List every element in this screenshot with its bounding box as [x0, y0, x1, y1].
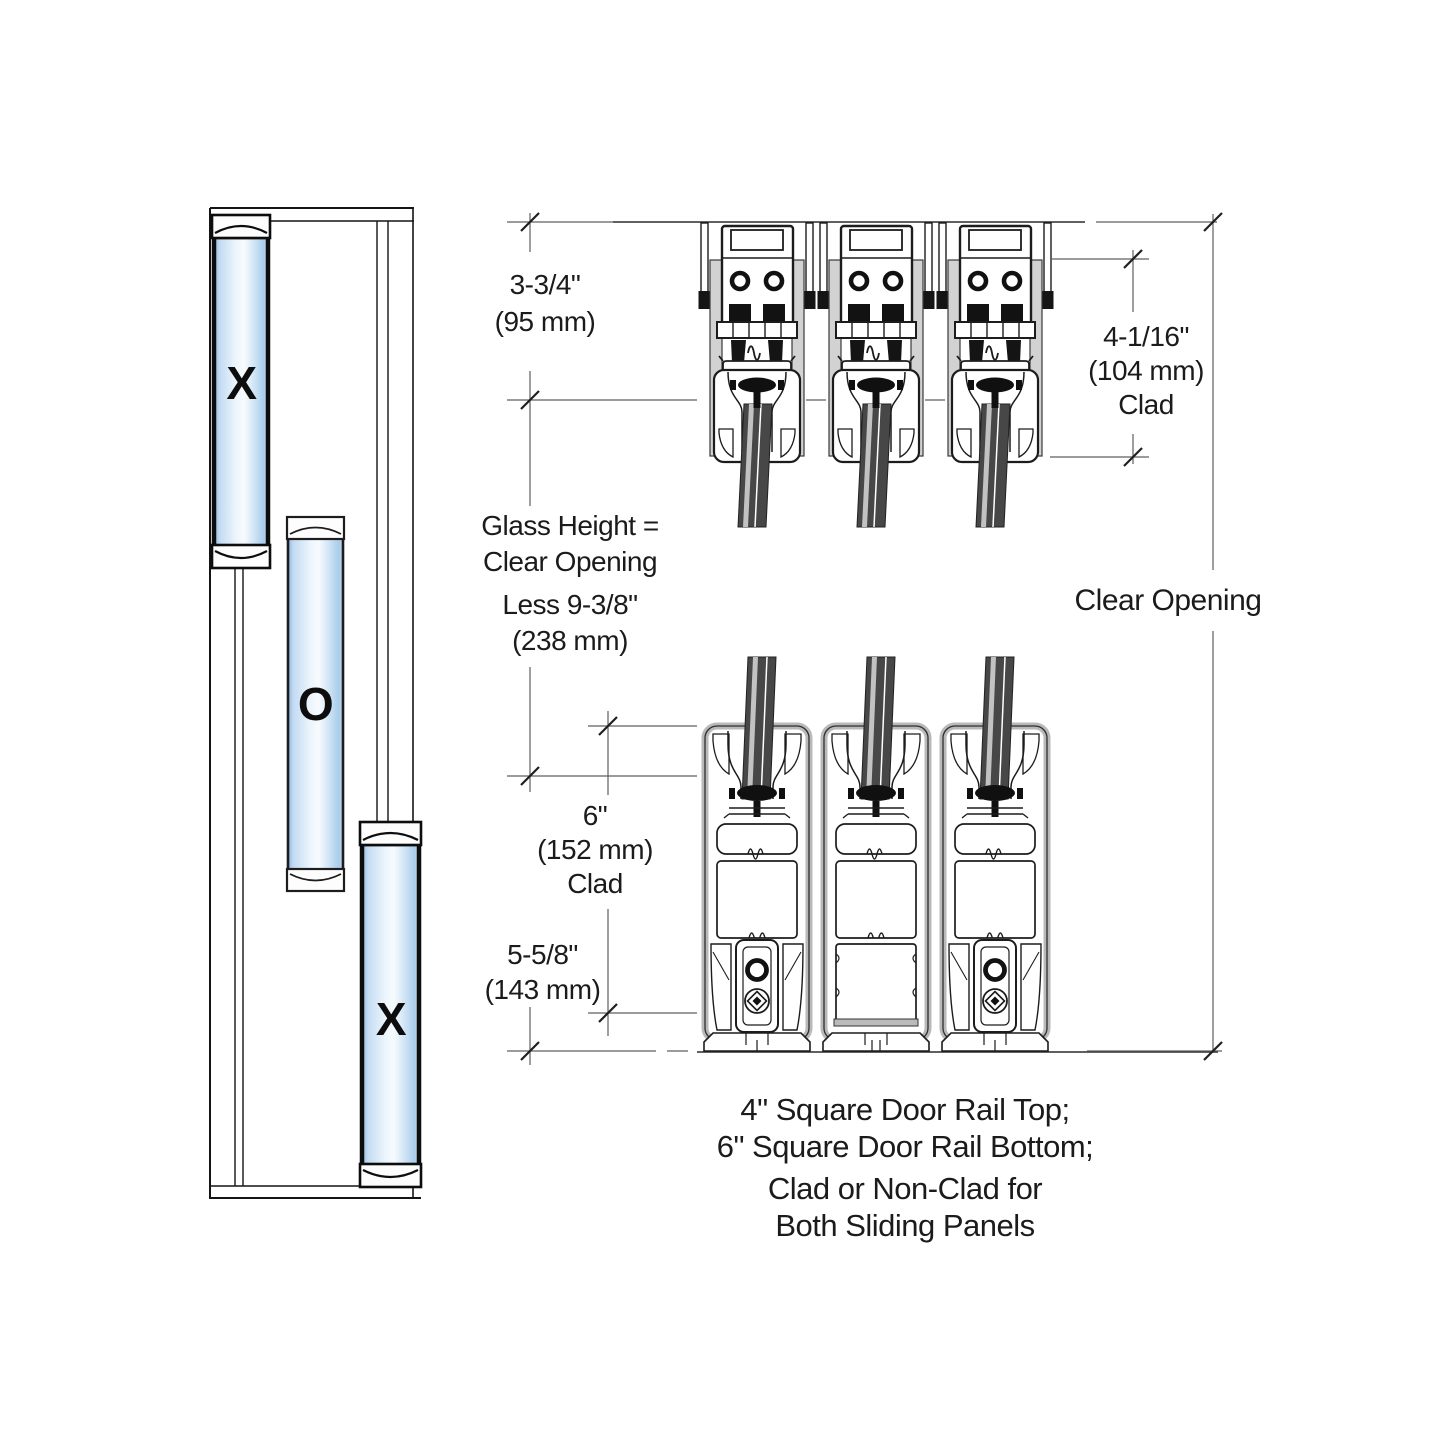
dimension-value: 4-1/16" — [1103, 321, 1189, 352]
panel-o-middle — [285, 515, 346, 893]
dimension-bottom-rail-pocket: 5-5/8" (143 mm) — [425, 937, 660, 1007]
panel-label-o-middle: O — [297, 678, 334, 730]
panel-label-x-top: X — [226, 357, 257, 409]
caption-line: Clad or Non-Clad for — [767, 1171, 1043, 1206]
dimension-metric: (95 mm) — [494, 306, 596, 337]
dimension-metric: (104 mm) — [1088, 355, 1204, 386]
top-rail-assembly-2 — [818, 223, 935, 527]
bottom-rail-assembly-1 — [704, 657, 810, 1051]
dimension-note: Clad — [567, 868, 623, 899]
panel-x-bottom — [358, 820, 423, 1189]
note-line: Glass Height = — [481, 510, 659, 541]
panel-label-x-bottom: X — [375, 993, 407, 1045]
top-rail-cross-section — [699, 223, 1054, 527]
caption-line: Both Sliding Panels — [775, 1208, 1035, 1243]
caption-line: 6" Square Door Rail Bottom; — [716, 1129, 1094, 1164]
dimension-top-rail-clad: 4-1/16" (104 mm) Clad — [1033, 320, 1259, 422]
top-rail-assembly-1 — [699, 223, 816, 527]
dimension-value: 3-3/4" — [509, 269, 581, 300]
note-line: (238 mm) — [512, 625, 628, 656]
bottom-rail-assembly-3 — [942, 657, 1048, 1051]
dimension-top-rail-height: 3-3/4" (95 mm) — [425, 266, 665, 340]
dimension-value: 5-5/8" — [507, 939, 578, 970]
dimension-metric: (143 mm) — [484, 974, 601, 1005]
dimension-ticks — [520, 212, 1223, 1061]
dimension-lines — [507, 213, 1222, 1065]
caption-text: 4" Square Door Rail Top; 6" Square Door … — [650, 1091, 1160, 1244]
bottom-rail-assembly-2 — [823, 657, 929, 1051]
bottom-rail-cross-section — [704, 657, 1048, 1051]
panel-x-top — [210, 213, 272, 570]
clear-opening-label: Clear Opening — [1074, 584, 1262, 617]
dimension-bottom-rail-height: 6" (152 mm) Clad — [480, 799, 710, 901]
dimension-note: Clad — [1118, 389, 1174, 420]
caption-line: 4" Square Door Rail Top; — [740, 1092, 1070, 1127]
glass-height-note: Glass Height = Clear Opening Less 9-3/8"… — [425, 508, 715, 659]
dimension-metric: (152 mm) — [537, 834, 653, 865]
dimension-value: 6" — [582, 800, 608, 831]
note-line: Clear Opening — [482, 546, 658, 577]
elevation-view — [209, 207, 423, 1199]
note-line: Less 9-3/8" — [502, 589, 638, 620]
